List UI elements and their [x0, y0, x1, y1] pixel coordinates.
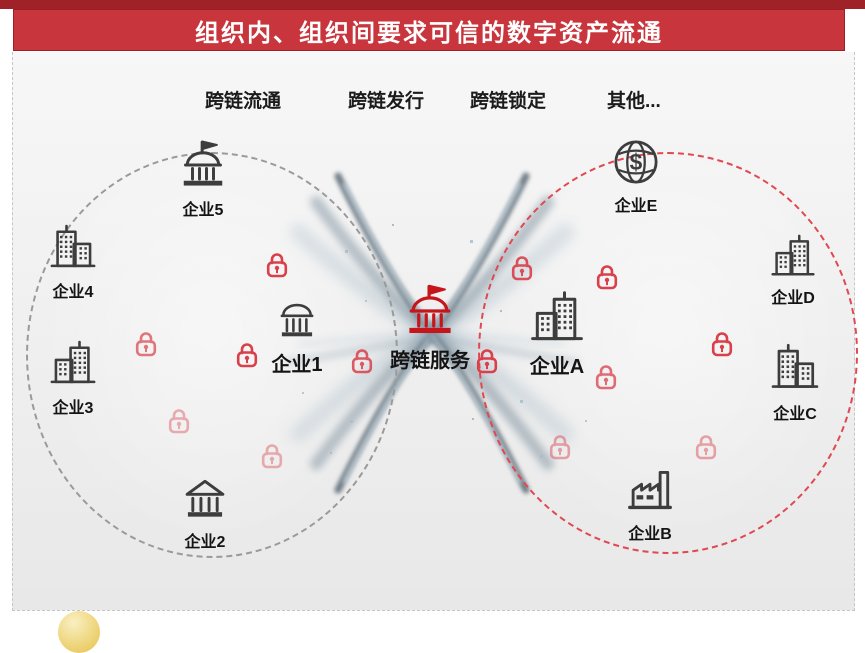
lock-icon [350, 346, 374, 375]
lock-icon [475, 346, 499, 375]
entity-label: 企业2 [184, 534, 226, 551]
lock-icon [595, 262, 619, 291]
entity-enterpriseC: 企业C [753, 338, 837, 424]
lock-icon [260, 441, 284, 470]
city-buildings-icon [765, 232, 821, 282]
category-label-locking: 跨链锁定 [470, 91, 547, 112]
lock-icon [265, 250, 289, 279]
entity-enterprise3: 企业3 [31, 336, 115, 418]
entity-crosschain-service: 跨链服务 [388, 280, 472, 373]
entity-label: 企业4 [52, 284, 94, 301]
city-buildings-icon [47, 336, 99, 392]
lock-icon [167, 406, 191, 435]
city-buildings-icon [768, 338, 822, 398]
lock-icon [548, 432, 572, 461]
category-label-issuance: 跨链发行 [348, 91, 425, 112]
entity-enterpriseB: 企业B [608, 464, 692, 544]
entity-enterprise1: 企业1 [255, 300, 339, 377]
bank-flag-icon [400, 280, 460, 342]
lock-icon [694, 432, 718, 461]
bank-flag-icon [175, 136, 231, 194]
page-title: 组织内、组织间要求可信的数字资产流通 [13, 9, 845, 51]
factory-icon [621, 464, 679, 518]
entity-label: 企业E [614, 198, 658, 215]
entity-label: 跨链服务 [390, 350, 470, 372]
entity-enterprise5: 企业5 [161, 136, 245, 220]
right-organization-circle [478, 152, 858, 554]
category-label-others: 其他... [607, 91, 661, 112]
lock-icon [510, 253, 534, 282]
page-title-text: 组织内、组织间要求可信的数字资产流通 [195, 19, 663, 47]
globe-dollar-icon [607, 134, 665, 190]
entity-label: 企业D [771, 290, 815, 307]
city-buildings-icon [527, 288, 587, 348]
entity-label: 企业5 [182, 202, 224, 219]
entity-enterpriseD: 企业D [751, 232, 835, 308]
city-buildings-icon [47, 220, 99, 276]
yellow-sphere-decoration [58, 611, 100, 653]
entity-label: 企业A [529, 356, 585, 378]
lock-icon [134, 329, 158, 358]
entity-enterpriseA: 企业A [515, 288, 599, 379]
header-top-strip [0, 0, 865, 9]
bank-columns-icon [178, 474, 232, 526]
entity-label: 企业3 [52, 400, 94, 417]
category-label-circulation: 跨链流通 [205, 91, 282, 112]
entity-label: 企业1 [271, 354, 323, 376]
bank-arch-icon [273, 300, 321, 346]
entity-enterprise4: 企业4 [31, 220, 115, 302]
entity-enterpriseE: 企业E [594, 134, 678, 216]
entity-label: 企业B [628, 526, 672, 543]
entity-enterprise2: 企业2 [163, 474, 247, 552]
entity-label: 企业C [773, 406, 817, 423]
lock-icon [710, 329, 734, 358]
